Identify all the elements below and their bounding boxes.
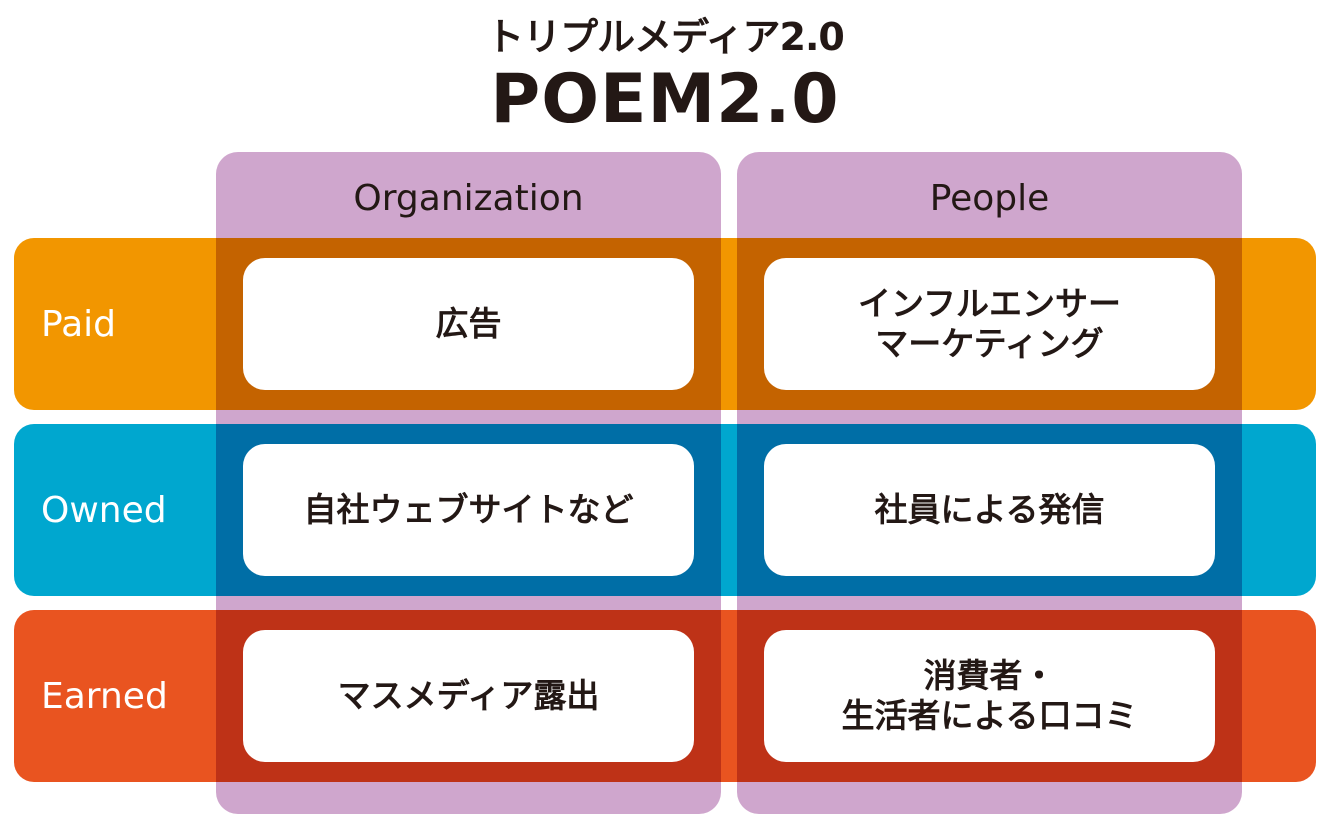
cell-text: マスメディア露出 [337, 675, 600, 715]
cell-paid-organization: 広告 [243, 258, 694, 390]
cell-text-line-2: マーケティング [875, 324, 1104, 363]
row-label-paid: Paid [41, 303, 117, 345]
column-label-organization: Organization [353, 178, 584, 219]
cell-earned-organization: マスメディア露出 [243, 630, 694, 762]
row-paid: Paid 広告 インフルエンサー マーケティング [14, 238, 1316, 410]
cell-owned-people: 社員による発信 [764, 444, 1215, 576]
cell-paid-people: インフルエンサー マーケティング [764, 258, 1215, 390]
diagram-title: POEM2.0 [490, 60, 840, 139]
cell-text: 広告 [435, 303, 502, 343]
row-owned: Owned 自社ウェブサイトなど 社員による発信 [14, 424, 1316, 596]
diagram-subtitle: トリプルメディア2.0 [486, 15, 845, 59]
cell-owned-organization: 自社ウェブサイトなど [243, 444, 694, 576]
cell-text: 自社ウェブサイトなど [303, 489, 634, 529]
cell-text-line-1: インフルエンサー [857, 283, 1121, 323]
row-label-owned: Owned [41, 489, 167, 531]
cell-text: 社員による発信 [874, 489, 1105, 529]
row-earned: Earned マスメディア露出 消費者・ 生活者による口コミ [14, 610, 1316, 782]
cell-earned-people: 消費者・ 生活者による口コミ [764, 630, 1215, 762]
column-label-people: People [929, 178, 1050, 219]
row-label-earned: Earned [41, 675, 168, 717]
cell-text-line-2: 生活者による口コミ [841, 696, 1138, 735]
cell-text-line-1: 消費者・ [923, 655, 1056, 695]
